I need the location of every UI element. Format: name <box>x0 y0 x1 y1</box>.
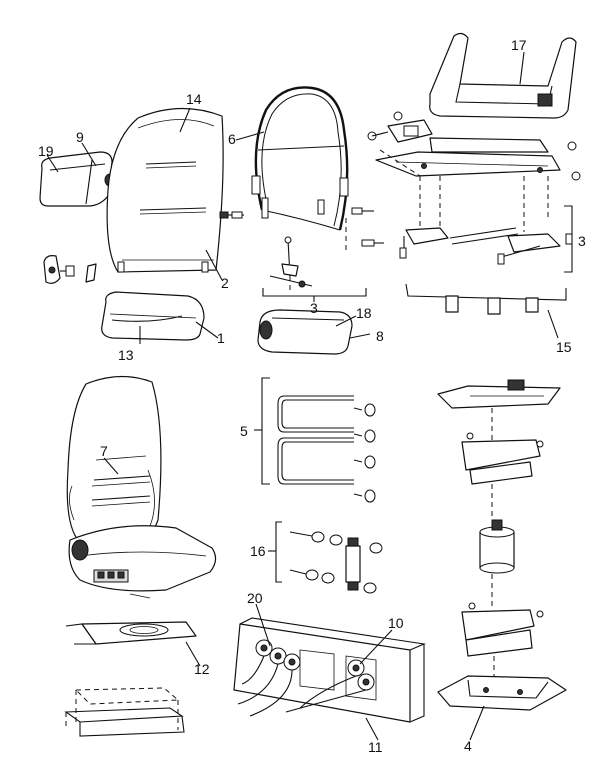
seatback-frame-part <box>251 86 349 231</box>
armrest-part <box>39 151 116 207</box>
callout-3-right: 3 <box>578 233 586 249</box>
shock-absorber-part <box>289 531 383 594</box>
callout-17: 17 <box>511 37 527 53</box>
callout-11: 11 <box>368 739 383 755</box>
callout-18: 18 <box>356 305 372 321</box>
u-bolt-set-part <box>277 395 376 503</box>
callout-6: 6 <box>228 131 236 147</box>
callout-1: 1 <box>217 330 225 346</box>
callout-8: 8 <box>376 328 384 344</box>
frame-bolts-part <box>219 207 384 250</box>
lever-assembly-part <box>269 236 313 290</box>
callout-12: 12 <box>194 661 210 677</box>
control-panel-part <box>233 617 426 723</box>
callout-15: 15 <box>556 339 572 355</box>
suspension-column-part <box>437 379 567 711</box>
adjuster-knob-part <box>43 255 97 284</box>
callout-14: 14 <box>186 91 202 107</box>
callout-3-center: 3 <box>310 300 318 316</box>
callout-7: 7 <box>100 443 108 459</box>
slide-mechanism-part <box>367 111 581 265</box>
support-bracket-part <box>405 283 567 315</box>
swivel-plate-part <box>65 621 197 645</box>
callout-16: 16 <box>250 543 266 559</box>
callout-20: 20 <box>247 590 263 606</box>
callout-19: 19 <box>38 143 54 159</box>
callout-10: 10 <box>388 615 404 631</box>
callout-5: 5 <box>240 423 248 439</box>
callout-4: 4 <box>464 738 472 754</box>
armrest-center-part <box>257 309 353 355</box>
callout-13: 13 <box>118 347 134 363</box>
base-frame-part <box>64 687 185 737</box>
seat-cushion-part <box>101 291 205 341</box>
callout-2: 2 <box>221 275 229 291</box>
seatback-cushion-part <box>106 107 224 273</box>
callout-9: 9 <box>76 129 84 145</box>
seat-base-riser-part <box>429 32 577 119</box>
complete-seat-assembly-part <box>66 375 217 599</box>
